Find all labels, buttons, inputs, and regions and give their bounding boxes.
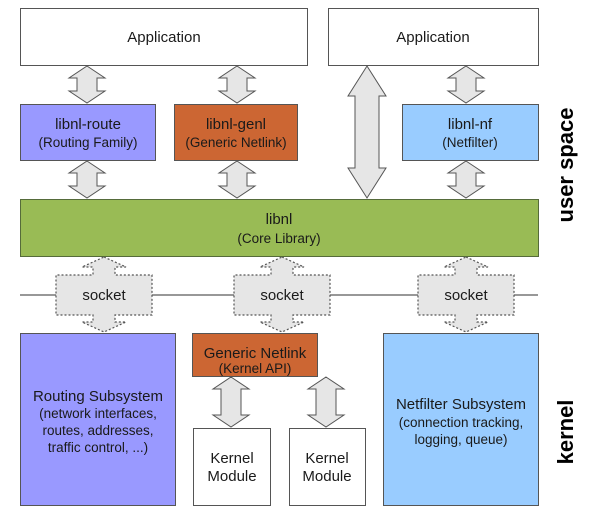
kernel-module-box: Kernel Module bbox=[289, 428, 366, 506]
socket-label: socket bbox=[444, 287, 488, 304]
routing-subsystem-line: (network interfaces, bbox=[39, 406, 157, 421]
kernel-module-label: Kernel bbox=[305, 450, 348, 467]
sockets bbox=[55, 256, 515, 333]
netfilter-subsystem-title: Netfilter Subsystem bbox=[396, 396, 526, 413]
socket-shape bbox=[233, 256, 331, 333]
routing-subsystem-title: Routing Subsystem bbox=[33, 388, 163, 405]
double-arrow bbox=[67, 65, 107, 104]
double-arrow bbox=[67, 160, 107, 199]
application-left-box: Application bbox=[20, 8, 308, 66]
netfilter-subsystem-line: logging, queue) bbox=[414, 432, 507, 447]
double-arrow bbox=[306, 376, 346, 428]
libnl-route-subtitle: (Routing Family) bbox=[38, 135, 137, 150]
socket-shape bbox=[55, 256, 153, 333]
netfilter-subsystem-line: (connection tracking, bbox=[399, 415, 524, 430]
libnl-genl-subtitle: (Generic Netlink) bbox=[185, 135, 286, 150]
kernel-module-label: Module bbox=[207, 468, 256, 485]
libnl-nf-box: libnl-nf (Netfilter) bbox=[402, 104, 539, 161]
libnl-core-subtitle: (Core Library) bbox=[237, 231, 320, 246]
socket-label: socket bbox=[82, 287, 126, 304]
routing-subsystem-line: routes, addresses, bbox=[42, 423, 153, 438]
kernel-label: kernel bbox=[553, 400, 578, 465]
libnl-core-title: libnl bbox=[266, 211, 293, 228]
double-arrow bbox=[211, 376, 251, 428]
generic-netlink-title: Generic Netlink bbox=[204, 345, 307, 362]
application-right-label: Application bbox=[396, 29, 469, 46]
socket-label: socket bbox=[260, 287, 304, 304]
libnl-genl-title: libnl-genl bbox=[206, 116, 266, 133]
application-left-label: Application bbox=[127, 29, 200, 46]
kernel-module-box: Kernel Module bbox=[193, 428, 271, 506]
application-right-box: Application bbox=[328, 8, 539, 66]
libnl-nf-subtitle: (Netfilter) bbox=[442, 135, 498, 150]
libnl-genl-box: libnl-genl (Generic Netlink) bbox=[174, 104, 298, 161]
libnl-route-box: libnl-route (Routing Family) bbox=[20, 104, 156, 161]
kernel-module-label: Module bbox=[302, 468, 351, 485]
double-arrow bbox=[347, 65, 387, 199]
generic-netlink-subtitle: (Kernel API) bbox=[219, 361, 292, 376]
generic-netlink-kernel-box: Generic Netlink (Kernel API) bbox=[192, 333, 318, 377]
double-arrow bbox=[217, 65, 257, 104]
routing-subsystem-box: Routing Subsystem (network interfaces, r… bbox=[20, 333, 176, 506]
arrows bbox=[67, 65, 486, 428]
libnl-core-box: libnl (Core Library) bbox=[20, 199, 539, 257]
double-arrow bbox=[217, 160, 257, 199]
double-arrow bbox=[446, 160, 486, 199]
netfilter-subsystem-box: Netfilter Subsystem (connection tracking… bbox=[383, 333, 539, 506]
user-space-label: user space bbox=[553, 108, 578, 223]
double-arrow bbox=[446, 65, 486, 104]
libnl-nf-title: libnl-nf bbox=[448, 116, 493, 133]
socket-shape bbox=[417, 256, 515, 333]
kernel-module-label: Kernel bbox=[210, 450, 253, 467]
libnl-route-title: libnl-route bbox=[55, 116, 121, 133]
routing-subsystem-line: traffic control, ...) bbox=[48, 440, 148, 455]
